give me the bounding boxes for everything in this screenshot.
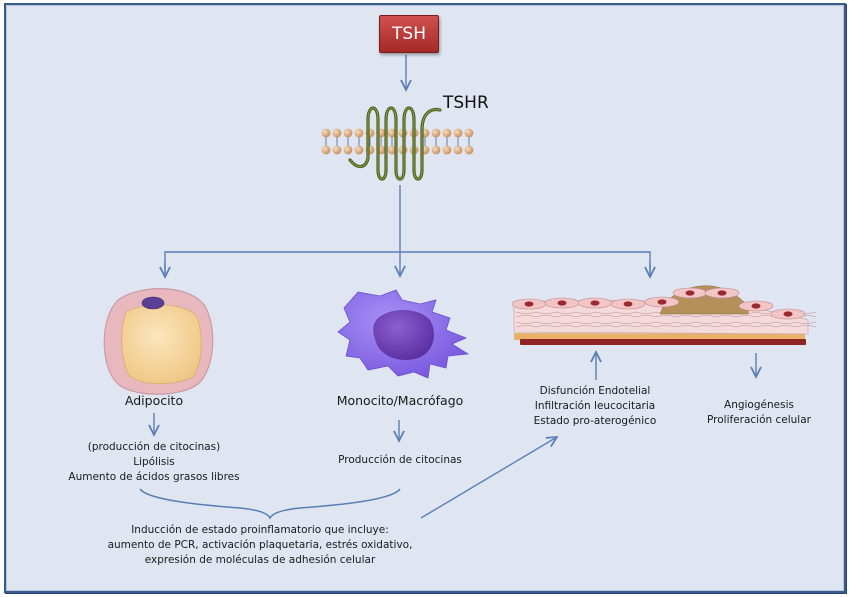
branch-connector (164, 251, 651, 276)
macrophage-icon (337, 289, 470, 379)
macrophage-effect: Producción de citocinas (338, 454, 462, 466)
cell-nucleus (657, 299, 667, 305)
adipocyte-effects: (producción de citocinas) Lipólisis Aume… (34, 440, 274, 485)
lipid-head (354, 128, 364, 138)
lipid-head (464, 128, 474, 138)
lipid-head (431, 145, 441, 155)
vessel-effect: Angiogénesis (724, 399, 794, 411)
adipocyte-effect: (producción de citocinas) (87, 441, 221, 453)
lipid-head (442, 145, 452, 155)
lipid-head (453, 145, 463, 155)
receptor-label: TSHR (443, 93, 489, 113)
tshr-receptor-icon (348, 106, 442, 181)
adipocyte-effect: Lipólisis (133, 456, 175, 468)
cell-nucleus (623, 301, 633, 307)
lipid-head (431, 128, 441, 138)
lipid-head (387, 128, 397, 138)
blood-vessel-icon (511, 285, 817, 345)
lipid-head (453, 128, 463, 138)
brace-connector (139, 488, 401, 520)
macrophage-title: Monocito/Macrófago (336, 393, 464, 408)
lipid-head (354, 145, 364, 155)
lipid-head (387, 145, 397, 155)
cell-nucleus (685, 290, 695, 296)
lipid-head (343, 128, 353, 138)
adipocyte-icon (103, 288, 214, 395)
cell-nucleus (557, 300, 567, 306)
summary-line: expresión de moléculas de adhesión celul… (144, 554, 376, 566)
lipid-head (343, 145, 353, 155)
cell-nucleus (717, 290, 727, 296)
vessel-effect: Estado pro-aterogénico (533, 415, 657, 427)
arrow-inflammation-to-vessel (420, 437, 557, 519)
summary-line: Inducción de estado proinflamatorio que … (131, 524, 389, 536)
cell-nucleus (524, 301, 534, 307)
vessel-effect: Infiltración leucocitaria (534, 400, 656, 412)
lipid-bilayer-icon (321, 128, 474, 155)
cell-nucleus (590, 300, 600, 306)
vessel-effects-down: Angiogénesis Proliferación celular (694, 398, 824, 428)
adipocyte-title: Adipocito (124, 393, 184, 408)
tsh-node: TSH (379, 15, 439, 53)
lipid-head (332, 128, 342, 138)
lipid-head (321, 145, 331, 155)
summary-line: aumento de PCR, activación plaquetaria, … (107, 539, 413, 551)
lipid-head (321, 128, 331, 138)
cell-nucleus (751, 303, 761, 309)
vessel-effects-up: Disfunción Endotelial Infiltración leuco… (520, 384, 670, 429)
vessel-effect: Disfunción Endotelial (539, 385, 651, 397)
adipocyte-effect: Aumento de ácidos grasos libres (68, 471, 240, 483)
vessel-effect: Proliferación celular (707, 414, 811, 426)
inflammation-summary: Inducción de estado proinflamatorio que … (100, 523, 420, 568)
lipid-head (442, 128, 452, 138)
tshr-receptor-highlight (349, 107, 441, 180)
lipid-head (464, 145, 474, 155)
cell-nucleus (783, 311, 793, 317)
lipid-head (332, 145, 342, 155)
